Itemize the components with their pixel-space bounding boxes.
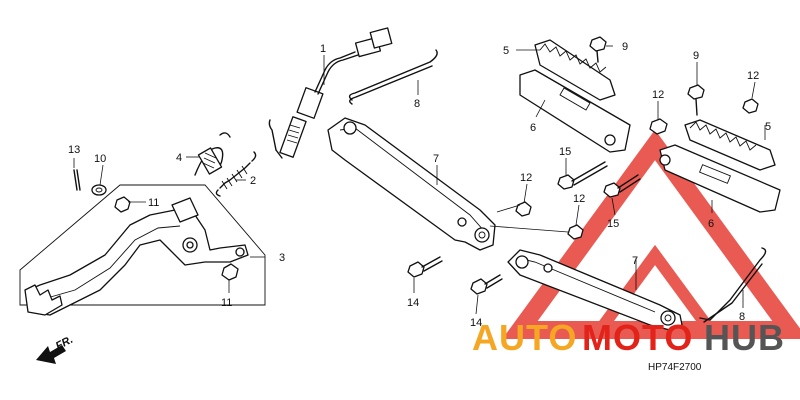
bolt-9-top: [589, 36, 607, 63]
callout-9-right: 9: [693, 50, 699, 62]
nut-12-c: [515, 201, 532, 217]
cotter-pin-13-b: [76, 169, 81, 191]
callout-11-top: 11: [148, 197, 159, 209]
callout-8-top: 8: [414, 98, 420, 110]
nut-12-b: [742, 98, 759, 114]
callout-12-b: 12: [747, 70, 759, 82]
callout-3: 3: [279, 252, 285, 264]
spring-4: [194, 132, 231, 176]
front-arrow-icon: [36, 345, 66, 364]
callout-7-lower: 7: [632, 255, 638, 267]
footpeg-right: [659, 119, 781, 213]
nut-12-a: [649, 118, 668, 135]
bolt-14-b: [470, 274, 503, 295]
callout-11-bottom: 11: [221, 297, 232, 309]
callout-6-top: 6: [530, 122, 536, 134]
callout-9-top: 9: [622, 41, 628, 53]
callout-12-c: 12: [520, 172, 532, 184]
rod-8-bottom-b: [703, 263, 763, 323]
callout-15-a: 15: [559, 146, 571, 158]
callouts: 1 2 3 4 5 5 6 6 7 7 8 8 9 9 10 11 11 12 …: [68, 41, 771, 329]
rod-8-top-b: [349, 65, 433, 105]
bracket-7-lower: [507, 249, 683, 331]
callout-12-a: 12: [652, 89, 664, 101]
callout-10: 10: [94, 153, 106, 165]
spring-2: [215, 151, 257, 197]
front-direction-indicator: FR.: [36, 334, 75, 364]
callout-5-right: 5: [765, 121, 771, 133]
callout-5-top: 5: [503, 45, 509, 57]
footpeg-top: [519, 39, 631, 153]
callout-2: 2: [250, 175, 256, 187]
nut-12-d: [567, 224, 584, 240]
callout-7-upper: 7: [433, 153, 439, 165]
watermark-word-auto: AUTO: [472, 317, 577, 358]
watermark-text: AUTO MOTO HUB: [472, 317, 785, 358]
rod-8-top: [348, 49, 438, 101]
callout-6-right: 6: [708, 218, 714, 230]
bolt-15-a: [557, 161, 608, 190]
callout-1: 1: [320, 43, 326, 55]
bolt-15-b: [603, 174, 641, 198]
watermark-word-hub: HUB: [704, 317, 785, 358]
callout-14-a: 14: [407, 297, 419, 309]
washer-10-hole: [95, 187, 103, 193]
leader-lines: [73, 45, 766, 315]
nut-11-bottom: [221, 263, 239, 281]
watermark-word-moto: MOTO: [582, 317, 693, 358]
rod-8-bottom: [699, 247, 767, 321]
callout-4: 4: [176, 152, 182, 164]
cotter-pin-13: [73, 169, 78, 191]
bolt-9-right: [687, 84, 705, 116]
nut-11-top: [114, 196, 131, 213]
callout-14-b: 14: [470, 317, 482, 329]
callout-12-d: 12: [573, 193, 585, 205]
washer-10: [91, 184, 107, 196]
callout-8-bottom: 8: [739, 311, 745, 323]
callout-13: 13: [68, 144, 80, 156]
bracket-7-upper: [327, 117, 496, 251]
callout-15-b: 15: [607, 218, 619, 230]
bolt-14-a: [407, 256, 443, 278]
group-outline-3: [19, 184, 266, 306]
diagram-code: HP74F2700: [648, 362, 702, 373]
front-label: FR.: [54, 334, 75, 353]
stop-switch-1: [268, 27, 393, 159]
brake-pedal: [24, 197, 249, 316]
